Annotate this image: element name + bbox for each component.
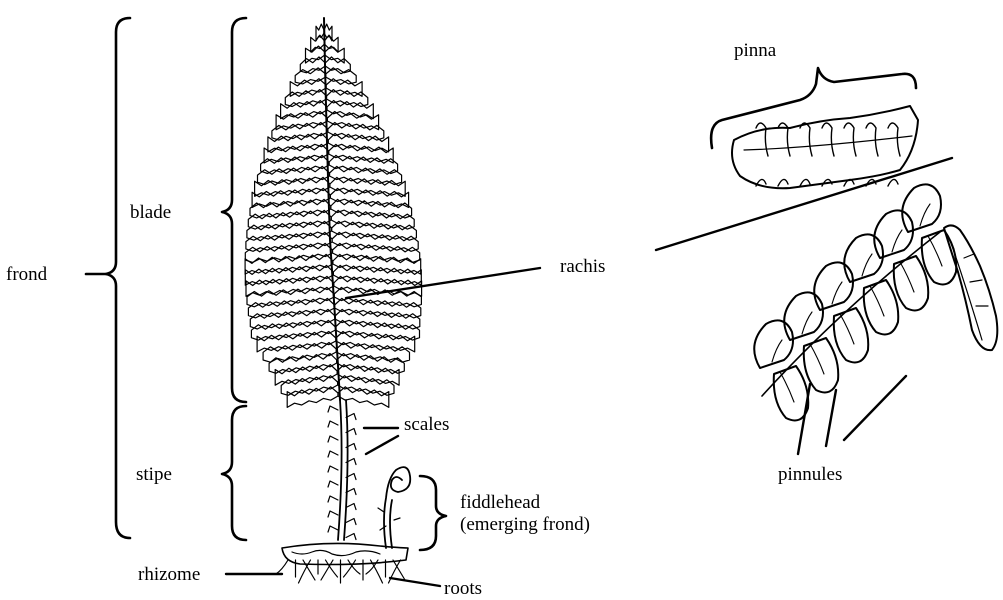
stipe-scale [328, 496, 338, 502]
stipe-scale [328, 466, 338, 472]
blade-bracket [222, 18, 246, 402]
stipe-scale [328, 526, 338, 532]
stipe-scale [346, 519, 356, 525]
fern-pinna [330, 166, 402, 184]
fern-pinna [324, 35, 338, 52]
fern-pinna [255, 177, 330, 196]
fern-pinna [328, 123, 384, 141]
stipe-scale [346, 504, 356, 510]
stipe-scale [328, 436, 338, 442]
fern-pinna [258, 166, 330, 184]
upper-pinna-outline [732, 106, 918, 188]
frond-bracket [86, 18, 130, 538]
label-pinnules: pinnules [778, 464, 842, 486]
stipe-scale [328, 421, 338, 427]
stipe-scale [328, 451, 338, 457]
fern-pinna [333, 265, 421, 285]
upper-pinnule [778, 123, 790, 186]
roots-leader [390, 578, 440, 586]
label-rachis: rachis [560, 256, 605, 278]
fern-pinna [269, 354, 337, 374]
fern-pinna [261, 155, 330, 173]
label-blade: blade [130, 202, 171, 224]
fern-illustration [245, 18, 422, 583]
lower-pinna-drawing [754, 184, 956, 420]
label-pinna: pinna [734, 40, 776, 62]
fern-stipe [338, 400, 348, 540]
stipe-scale [328, 406, 338, 412]
upper-pinnule [822, 123, 834, 186]
stipe-scale [328, 511, 338, 517]
label-frond: frond [6, 264, 47, 286]
pinnules-leader-3 [844, 376, 906, 440]
fern-pinna [330, 177, 405, 196]
rhizome-drawing [282, 543, 408, 564]
stipe-scale [346, 534, 356, 540]
fern-pinna [264, 144, 329, 163]
root-strand [276, 560, 288, 574]
fern-pinna [337, 354, 405, 374]
label-stipe: stipe [136, 464, 172, 486]
roots-drawing [276, 560, 405, 583]
lower-pinnule-upper [874, 210, 913, 258]
upper-pinnule [756, 123, 768, 186]
stipe-bracket [222, 406, 246, 540]
side-pinna-drawing [944, 225, 997, 350]
label-scales: scales [404, 414, 449, 436]
lower-pinnule-upper [814, 262, 853, 310]
fern-pinnae [245, 24, 422, 407]
upper-pinnule [800, 123, 812, 186]
upper-pinna-drawing [732, 106, 918, 188]
stipe-scale [328, 481, 338, 487]
label-fiddlehead: fiddlehead [460, 492, 540, 514]
fiddlehead-bracket [420, 476, 446, 550]
upper-pinna-midrib [744, 136, 912, 150]
lower-pinnule-upper [784, 292, 823, 340]
label-roots: roots [444, 578, 482, 600]
upper-pinnule [844, 123, 856, 186]
fiddlehead-drawing [378, 467, 410, 548]
fern-pinna [329, 144, 394, 163]
lower-pinnule-upper [902, 184, 941, 232]
scales-leader-bottom [366, 436, 398, 454]
lower-pinnule-upper [844, 234, 883, 282]
lower-pinnule-upper [754, 320, 793, 368]
pinnules-leader-2 [826, 390, 836, 446]
label-emerging-frond: (emerging frond) [460, 514, 590, 536]
label-rhizome: rhizome [138, 564, 200, 586]
pinna-detail [732, 106, 997, 420]
fern-pinna [329, 155, 398, 173]
rachis-detail-leader [656, 158, 952, 250]
